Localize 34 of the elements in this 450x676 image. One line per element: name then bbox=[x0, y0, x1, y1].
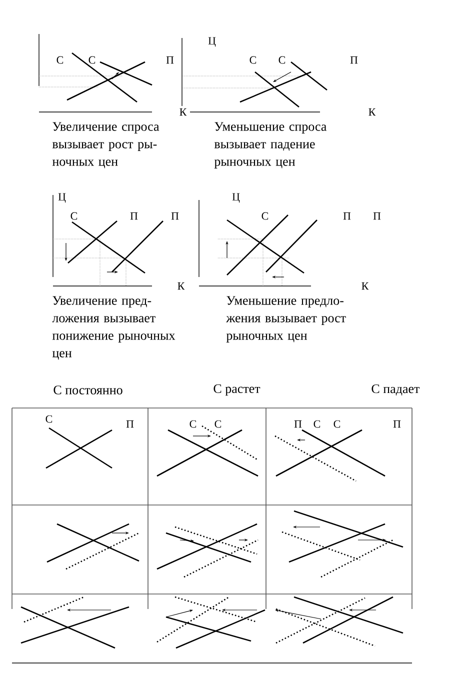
curve-label: С bbox=[278, 56, 286, 64]
axis-label: К bbox=[368, 108, 376, 116]
curve-label: С bbox=[56, 56, 64, 64]
column-heading: С постоянно bbox=[54, 386, 122, 394]
axis-label: К bbox=[362, 282, 369, 290]
curve-label: П bbox=[373, 212, 381, 220]
axis-label: Ц bbox=[208, 37, 216, 47]
axis-label: К bbox=[180, 108, 187, 116]
curve-label: С bbox=[334, 420, 340, 428]
curve-label: П bbox=[393, 420, 401, 428]
curve-label: П bbox=[294, 420, 302, 428]
curve-label: С bbox=[190, 420, 196, 428]
axis-label: Ц bbox=[58, 193, 66, 203]
caption: Уменьшение спроса вызывает падение рыночных цен bbox=[214, 122, 327, 168]
axis-label: Ц bbox=[232, 193, 240, 203]
curve-label: П bbox=[343, 212, 351, 220]
curve-label: П bbox=[126, 420, 134, 428]
curve-label: С bbox=[214, 420, 222, 428]
curve-label: П bbox=[166, 56, 174, 64]
curve-label: С bbox=[262, 212, 268, 220]
column-heading: С падает bbox=[372, 384, 420, 396]
caption: Увеличение спроса вызывает рост ры- ночных цен bbox=[52, 122, 160, 168]
curve-label: П bbox=[130, 212, 138, 220]
curve-label: С bbox=[70, 212, 78, 220]
curve-label: С bbox=[46, 415, 52, 423]
caption: Уменьшение предло- жения вызывает рост рыночных цен bbox=[226, 296, 346, 342]
curve-label: С bbox=[88, 56, 96, 64]
column-heading: С растет bbox=[214, 384, 260, 396]
caption: Увеличение пред- ложения вызывает понижение рыночных цен bbox=[52, 296, 176, 360]
curve-label: С bbox=[314, 420, 320, 428]
curve-label: С bbox=[250, 56, 256, 64]
axis-label: К bbox=[178, 282, 185, 290]
curve-label: П bbox=[350, 56, 358, 64]
curve-label: П bbox=[171, 212, 179, 220]
